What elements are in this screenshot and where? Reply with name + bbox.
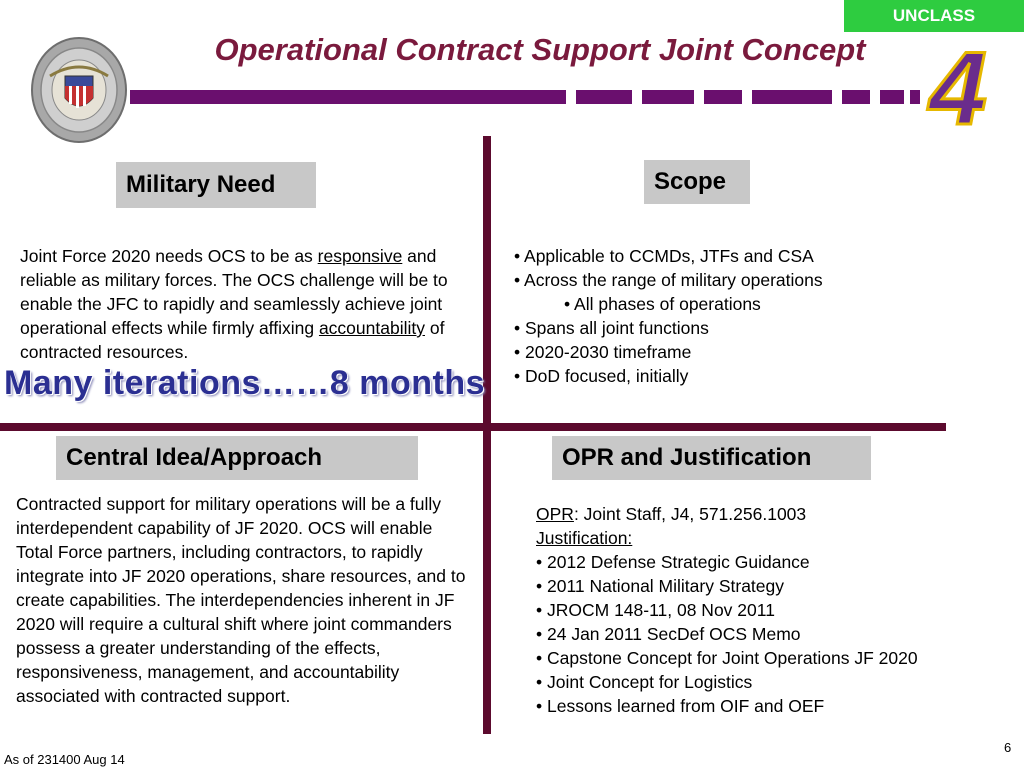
- opr-heading: OPR and Justification: [552, 436, 871, 480]
- title-rule: [130, 90, 566, 104]
- military-need-text-part: Joint Force 2020 needs OCS to be as: [20, 246, 318, 266]
- horizontal-divider: [0, 423, 946, 431]
- title-rule-dash: [880, 90, 904, 104]
- title-rule-dash: [576, 90, 632, 104]
- justification-item: • Capstone Concept for Joint Operations …: [536, 648, 918, 668]
- justification-item: • Lessons learned from OIF and OEF: [536, 696, 825, 716]
- central-idea-heading: Central Idea/Approach: [56, 436, 418, 480]
- title-rule-dash: [910, 90, 920, 104]
- iterations-callout: Many iterations……8 months: [4, 364, 486, 402]
- scope-item: • Spans all joint functions: [514, 318, 709, 338]
- opr-label: OPR: [536, 504, 574, 524]
- title-rule-dash: [842, 90, 870, 104]
- central-idea-text: Contracted support for military operatio…: [16, 494, 466, 706]
- justification-item: • 2012 Defense Strategic Guidance: [536, 552, 810, 572]
- j4-logo-icon: 4: [926, 38, 989, 130]
- title-rule-dash: [704, 90, 742, 104]
- scope-item: • Across the range of military operation…: [514, 270, 823, 290]
- joint-chiefs-seal-icon: [31, 37, 127, 143]
- military-need-text: Joint Force 2020 needs OCS to be as resp…: [20, 244, 475, 364]
- scope-list: • Applicable to CCMDs, JTFs and CSA • Ac…: [514, 244, 823, 388]
- vertical-divider: [483, 136, 491, 734]
- justification-item: • 24 Jan 2011 SecDef OCS Memo: [536, 624, 801, 644]
- svg-text:4: 4: [927, 38, 987, 130]
- scope-heading-label: Scope: [654, 168, 727, 195]
- military-need-text-part: of contracted resources.: [20, 318, 445, 362]
- military-need-heading-label: Military Need: [126, 171, 276, 198]
- classification-badge: UNCLASS: [844, 0, 1024, 32]
- page-number: 6: [1004, 740, 1012, 755]
- justification-item: • JROCM 148-11, 08 Nov 2011: [536, 600, 775, 620]
- opr-heading-label: OPR and Justification: [562, 444, 812, 471]
- military-need-heading: Military Need: [116, 162, 316, 208]
- accountability-underlined: accountability: [318, 318, 425, 338]
- as-of-date: As of 231400 Aug 14: [4, 752, 125, 767]
- justification-label: Justification:: [536, 528, 633, 548]
- opr-value: : Joint Staff, J4, 571.256.1003: [573, 504, 807, 524]
- scope-item: • All phases of operations: [564, 294, 761, 314]
- page-title: Operational Contract Support Joint Conce…: [214, 32, 866, 67]
- justification-list: • 2012 Defense Strategic Guidance • 2011…: [536, 550, 918, 718]
- scope-item: • 2020-2030 timeframe: [514, 342, 692, 362]
- military-need-text-part: and reliable as military forces. The OCS…: [20, 246, 448, 338]
- opr-line: OPR: Joint Staff, J4, 571.256.1003: [536, 502, 806, 526]
- scope-heading: Scope: [644, 160, 750, 204]
- central-idea-heading-label: Central Idea/Approach: [66, 444, 323, 471]
- responsive-underlined: responsive: [317, 246, 403, 266]
- title-rule-dash: [642, 90, 694, 104]
- title-rule-dash: [752, 90, 832, 104]
- justification-item: • Joint Concept for Logistics: [536, 672, 753, 692]
- justification-item: • 2011 National Military Strategy: [536, 576, 784, 596]
- scope-item: • DoD focused, initially: [514, 366, 689, 386]
- scope-item: • Applicable to CCMDs, JTFs and CSA: [514, 246, 814, 266]
